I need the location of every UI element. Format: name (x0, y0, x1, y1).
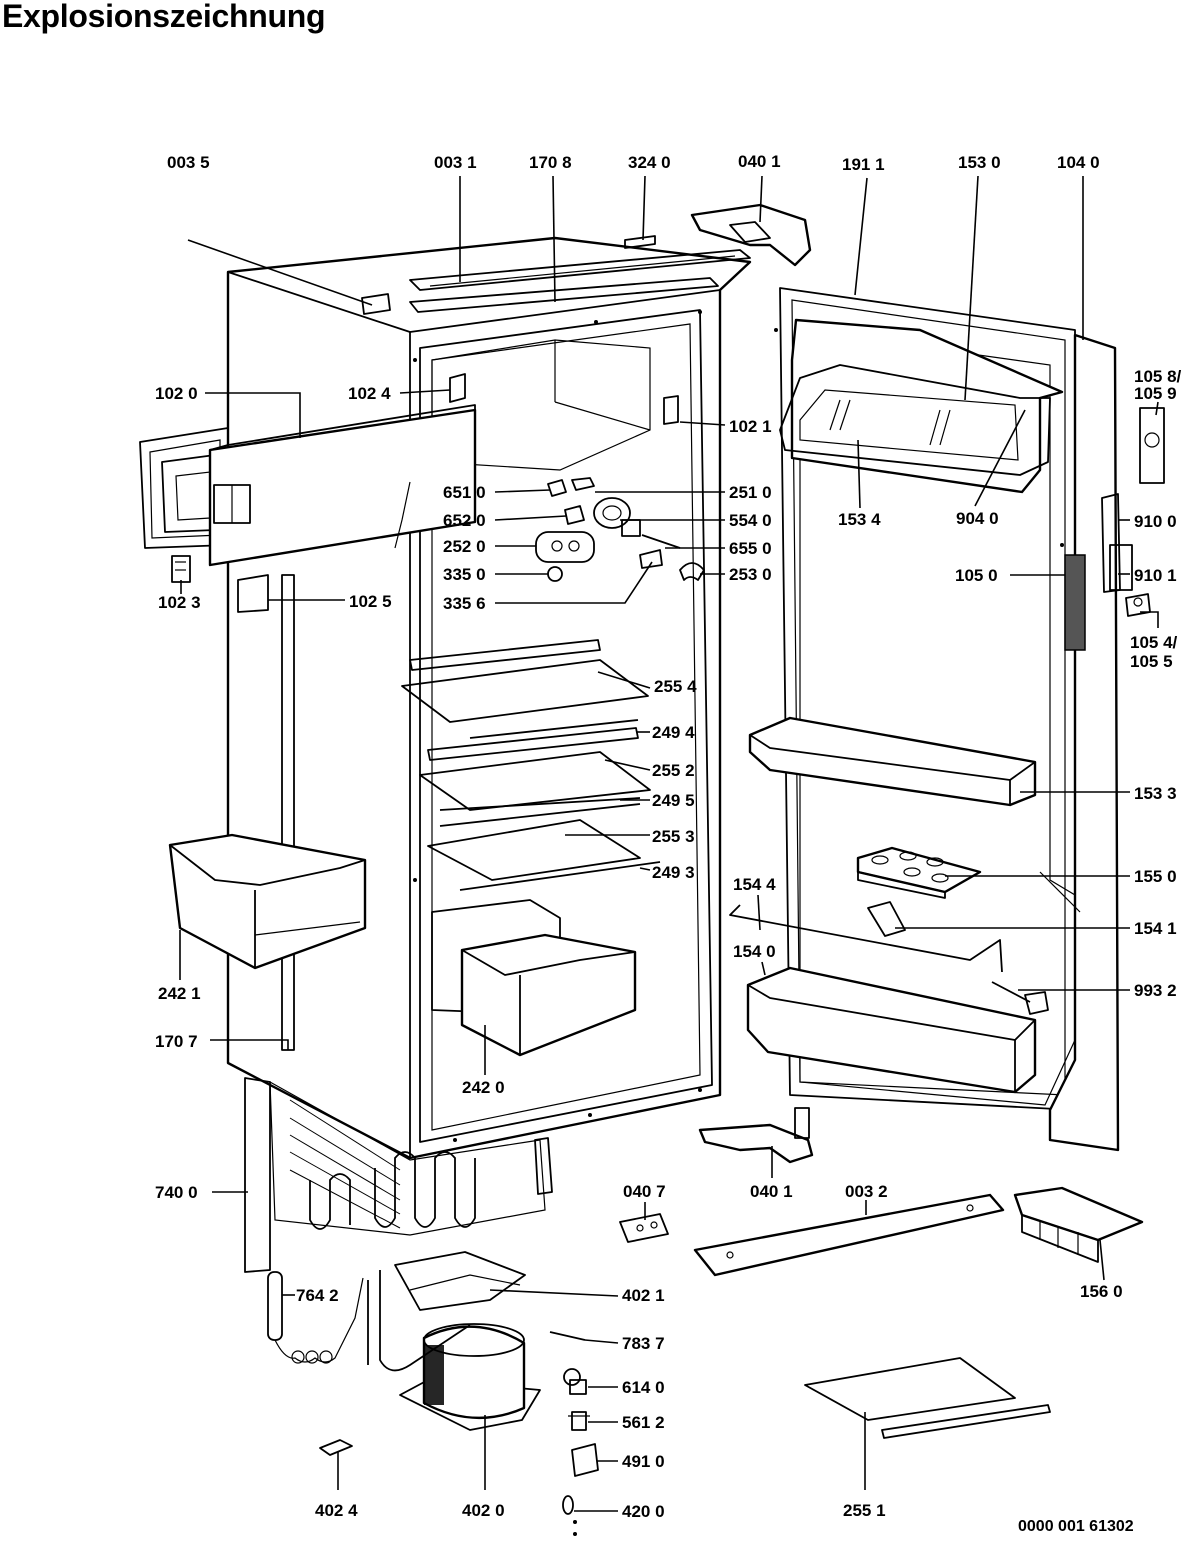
label-4020: 402 0 (462, 1501, 505, 1520)
label-1020: 102 0 (155, 384, 198, 403)
label-0401-bottom: 040 1 (750, 1182, 793, 1201)
label-0031: 003 1 (434, 153, 477, 172)
label-4910: 491 0 (622, 1452, 665, 1471)
compressor-mount (394, 1251, 526, 1311)
label-5612: 561 2 (622, 1413, 665, 1432)
label-6510: 651 0 (443, 483, 486, 502)
retaining-bar (729, 901, 1003, 973)
door-compartment-top (779, 318, 1064, 494)
label-6520: 652 0 (443, 511, 486, 530)
label-4021: 402 1 (622, 1286, 665, 1305)
label-1560: 156 0 (1080, 1282, 1123, 1301)
door-shelf-middle (748, 716, 1037, 807)
bottom-plate (693, 1193, 1005, 1277)
label-2552: 255 2 (652, 761, 695, 780)
glass-plate (804, 1357, 1051, 1439)
label-1534: 153 4 (838, 510, 881, 529)
label-1025: 102 5 (349, 592, 392, 611)
label-9932: 993 2 (1134, 981, 1177, 1000)
label-2553: 255 3 (652, 827, 695, 846)
cover-cap (361, 293, 391, 315)
label-2494: 249 4 (652, 723, 695, 742)
label-1021: 102 1 (729, 417, 772, 436)
drier-tube (267, 1271, 364, 1364)
label-1024: 102 4 (348, 384, 391, 403)
label-1058: 105 8/ (1134, 367, 1182, 386)
door-hinge-parts (1101, 407, 1165, 617)
fridge-door (774, 287, 1120, 1152)
ice-tray (1013, 1186, 1144, 1263)
label-1911: 191 1 (842, 155, 885, 174)
label-3240: 324 0 (628, 153, 671, 172)
label-7642: 764 2 (296, 1286, 339, 1305)
part-labels: 003 5 003 1 170 8 324 0 040 1 191 1 153 … (155, 152, 1182, 1535)
label-1050: 105 0 (955, 566, 998, 585)
label-3350: 335 0 (443, 565, 486, 584)
compressor (367, 1270, 541, 1431)
label-1550: 155 0 (1134, 867, 1177, 886)
label-1530: 153 0 (958, 153, 1001, 172)
label-1540: 154 0 (733, 942, 776, 961)
shelves (401, 639, 661, 891)
door-bin (168, 833, 367, 970)
label-1707: 170 7 (155, 1032, 198, 1051)
label-0407: 040 7 (623, 1182, 666, 1201)
label-2554: 255 4 (654, 677, 697, 696)
hinges (619, 203, 814, 1243)
label-1023: 102 3 (158, 593, 201, 612)
label-3356: 335 6 (443, 594, 486, 613)
label-0032: 003 2 (845, 1182, 888, 1201)
page-title: Explosionszeichnung (2, 0, 326, 34)
label-1040: 104 0 (1057, 153, 1100, 172)
label-4200: 420 0 (622, 1502, 665, 1521)
label-1544: 154 4 (733, 875, 776, 894)
control-cluster (535, 477, 705, 582)
freezer-door (208, 404, 477, 567)
label-2530: 253 0 (729, 565, 772, 584)
door-bin-bottom (746, 966, 1037, 1094)
label-2520: 252 0 (443, 537, 486, 556)
compressor-accessories (319, 1331, 599, 1536)
egg-tray (856, 846, 982, 899)
label-7400: 740 0 (155, 1183, 198, 1202)
label-2510: 251 0 (729, 483, 772, 502)
label-4024: 402 4 (315, 1501, 358, 1520)
label-6550: 655 0 (729, 539, 772, 558)
label-0401-top: 040 1 (738, 152, 781, 171)
label-2495: 249 5 (652, 791, 695, 810)
label-1708: 170 8 (529, 153, 572, 172)
label-2421: 242 1 (158, 984, 201, 1003)
leader-lines (179, 175, 1159, 1512)
label-9101: 910 1 (1134, 566, 1177, 585)
label-1533: 153 3 (1134, 784, 1177, 803)
label-2420: 242 0 (462, 1078, 505, 1097)
label-5540: 554 0 (729, 511, 772, 530)
label-9100: 910 0 (1134, 512, 1177, 531)
label-9040: 904 0 (956, 509, 999, 528)
label-7837: 783 7 (622, 1334, 665, 1353)
label-6140: 614 0 (622, 1378, 665, 1397)
door-rail (1064, 554, 1086, 651)
document-number: 0000 001 61302 (1018, 1518, 1134, 1535)
flap-part (991, 981, 1049, 1015)
label-2551: 255 1 (843, 1501, 886, 1520)
label-1541: 154 1 (1134, 919, 1177, 938)
label-0035: 003 5 (167, 153, 210, 172)
crisper-drawers (431, 899, 637, 1057)
condenser (244, 1077, 553, 1273)
label-1054: 105 4/ (1130, 633, 1178, 652)
top-rails (409, 249, 751, 313)
label-1055: 105 5 (1130, 652, 1173, 671)
label-1059: 105 9 (1134, 384, 1177, 403)
small-clips (171, 373, 679, 613)
label-2493: 249 3 (652, 863, 695, 882)
clip-top (624, 235, 656, 249)
